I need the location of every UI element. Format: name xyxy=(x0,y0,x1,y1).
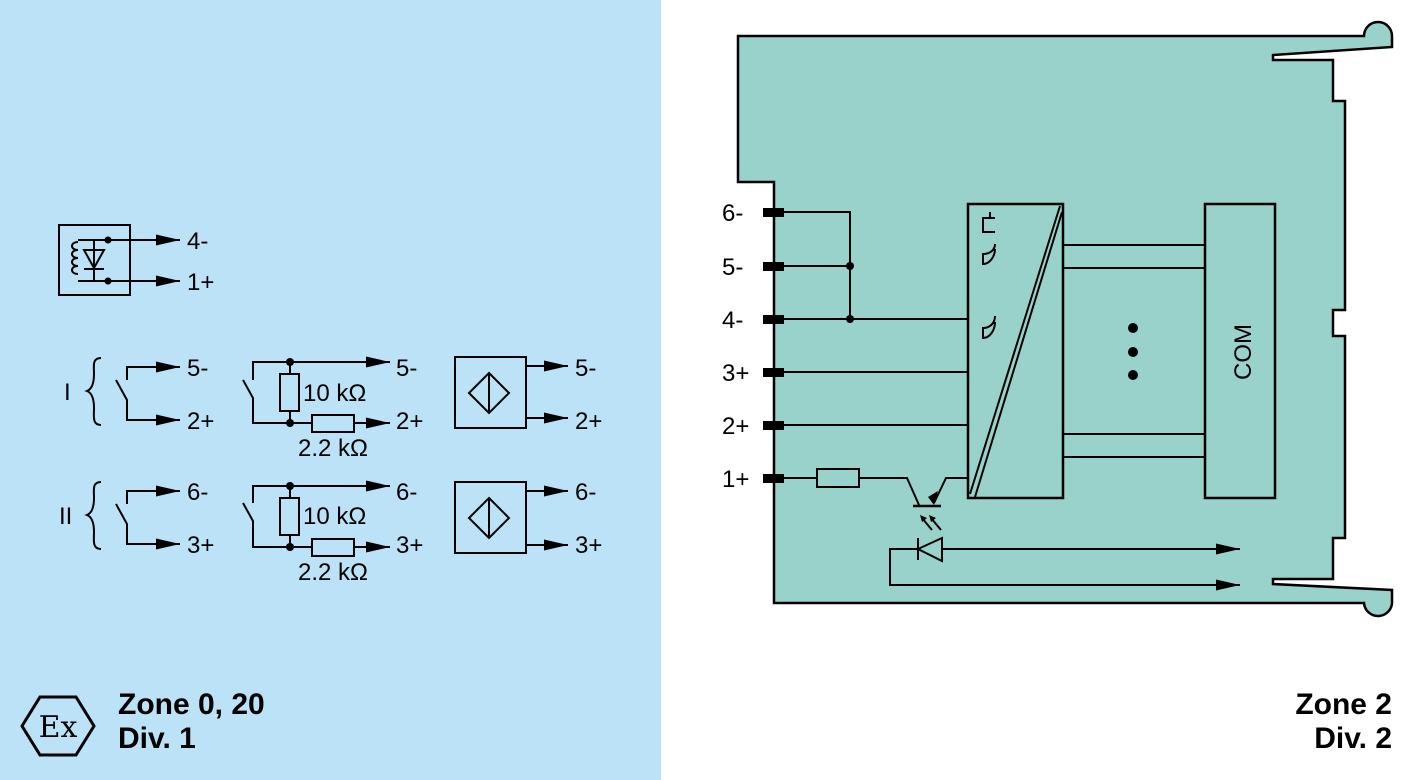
resistor-10k xyxy=(279,497,300,536)
terminal-label: 3+ xyxy=(187,532,214,559)
led-output-wiring xyxy=(889,536,1240,591)
ellipsis-dot xyxy=(1128,323,1138,333)
junction-dot xyxy=(286,358,294,366)
signal-icon xyxy=(982,243,996,266)
terminal-label: 1+ xyxy=(722,466,749,493)
resistor-label: 2.2 kΩ xyxy=(298,435,368,462)
com-label: COM xyxy=(1230,324,1257,380)
bus-lines xyxy=(1063,244,1205,458)
led-icon xyxy=(915,536,943,563)
sensor-wire xyxy=(78,239,95,282)
terminal-label: 6- xyxy=(575,479,596,506)
resistor-2k2 xyxy=(311,538,355,557)
resistor-label: 10 kΩ xyxy=(303,380,366,407)
terminal-2[interactable] xyxy=(763,421,784,430)
contact-ch1 xyxy=(115,361,180,426)
resistor-10k xyxy=(279,373,300,412)
resistor-label: 10 kΩ xyxy=(303,503,366,530)
junction-dot xyxy=(286,419,294,427)
junction-dot xyxy=(286,543,294,551)
terminal-3[interactable] xyxy=(763,368,784,377)
hazard-zone-label: Zone 0, 20 Div. 1 xyxy=(118,688,265,756)
signal-icon xyxy=(982,315,996,340)
junction-dot xyxy=(104,236,112,244)
resistor-2k2 xyxy=(311,414,355,433)
terminal-label: 2+ xyxy=(187,408,214,435)
terminal-block xyxy=(763,208,784,483)
terminal-label: 3+ xyxy=(722,360,749,387)
terminal-5[interactable] xyxy=(763,262,784,271)
div-label: Div. 2 xyxy=(1314,722,1392,755)
terminal-label: 3+ xyxy=(575,532,602,559)
brace-icon xyxy=(84,481,102,550)
div-label: Div. 1 xyxy=(118,722,196,755)
pulse-icon xyxy=(982,212,995,233)
diode-icon xyxy=(82,249,106,271)
terminal-label: 5- xyxy=(575,355,596,382)
svg-text:Ex: Ex xyxy=(39,710,78,745)
terminal-label: 2+ xyxy=(575,408,602,435)
ex-symbol-icon: Ex xyxy=(20,695,96,757)
hazardous-area-panel xyxy=(0,0,661,780)
terminal-label: 4- xyxy=(722,307,743,334)
com-block xyxy=(1203,202,1277,500)
contact-ch2 xyxy=(115,485,180,550)
terminal-label: 3+ xyxy=(396,532,423,559)
terminal-label: 5- xyxy=(187,355,208,382)
proximity-sensor-ch2 xyxy=(454,481,568,554)
terminal-label: 6- xyxy=(187,479,208,506)
terminal-label: 5- xyxy=(722,254,743,281)
junction-dot xyxy=(104,277,112,285)
resistor-label: 2.2 kΩ xyxy=(298,559,368,586)
signal-processor-block xyxy=(966,202,1065,500)
terminal-label: 6- xyxy=(722,200,743,227)
proximity-sensor-ch1 xyxy=(454,356,568,429)
terminal-1[interactable] xyxy=(763,474,784,483)
terminal-label: 2+ xyxy=(722,413,749,440)
ellipsis-dot xyxy=(1128,370,1138,380)
channel-label-I: I xyxy=(64,379,71,406)
channel-label-II: II xyxy=(59,503,72,530)
terminal-label: 4- xyxy=(187,228,208,255)
zone-label: Zone 2 xyxy=(1295,688,1392,721)
terminal-label: 1+ xyxy=(187,269,214,296)
ellipsis-dot xyxy=(1128,347,1138,357)
terminal-6[interactable] xyxy=(763,208,784,217)
module-housing xyxy=(736,20,1394,618)
namur-sensor xyxy=(58,224,180,296)
internal-wiring xyxy=(784,211,968,506)
terminal-4[interactable] xyxy=(763,315,784,324)
terminal-label: 5- xyxy=(396,355,417,382)
terminal-label: 2+ xyxy=(396,408,423,435)
coil-icon xyxy=(71,241,79,275)
safe-zone-label: Zone 2 Div. 2 xyxy=(1295,688,1392,756)
junction-dot xyxy=(846,262,854,270)
terminal-label: 6- xyxy=(396,479,417,506)
brace-icon xyxy=(84,357,102,426)
junction-dot xyxy=(286,482,294,490)
contact-resistors-ch2 xyxy=(242,480,390,557)
phototransistor-icon xyxy=(913,491,942,531)
sensor-housing xyxy=(58,224,131,296)
junction-dot xyxy=(846,315,854,323)
zone-label: Zone 0, 20 xyxy=(118,688,265,721)
